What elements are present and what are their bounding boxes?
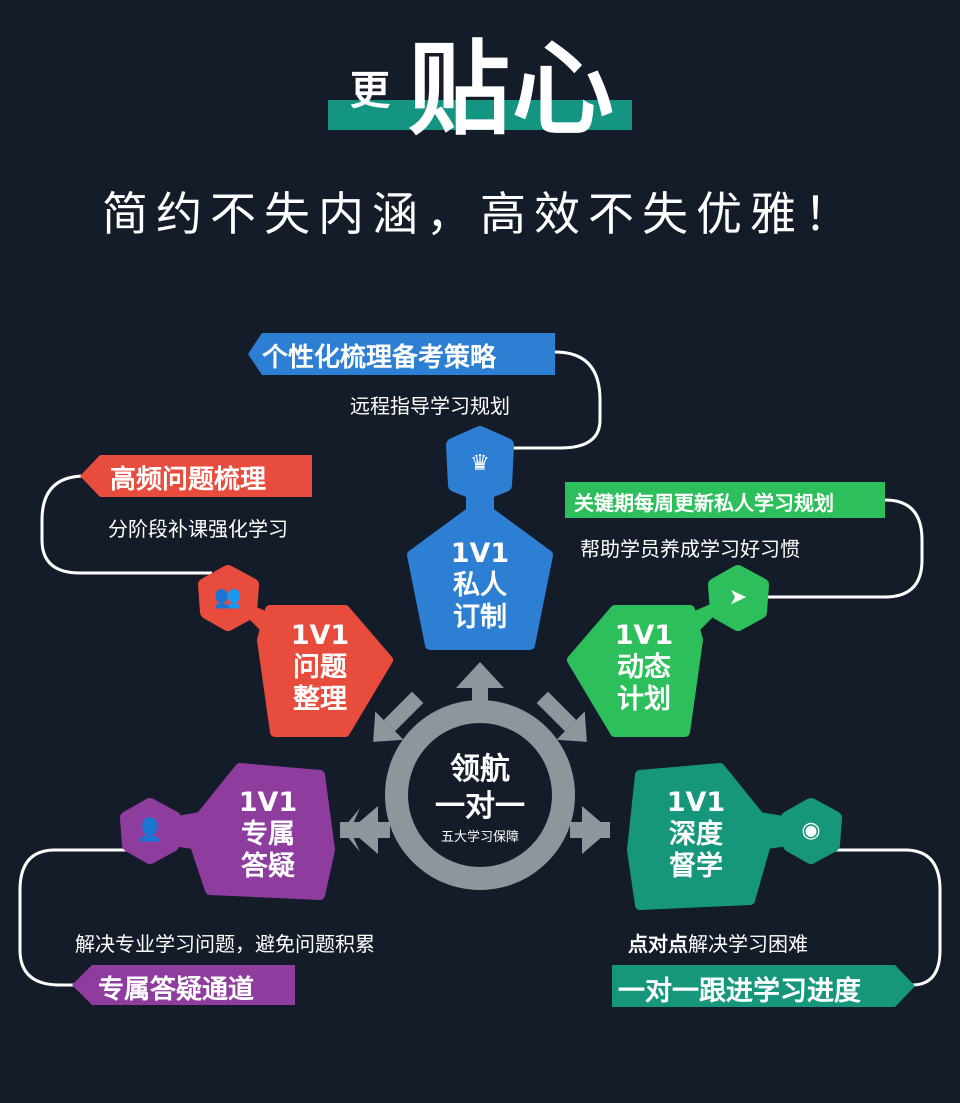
tag-supervise: 一对一跟进学习进度 [618,976,861,1007]
node-supervise-shape [627,763,842,910]
node-supervise-line1: 深度 [669,819,723,850]
connector-dynamic [760,498,924,599]
sub-issues: 分阶段补课强化学习 [108,517,288,541]
title-big: 贴心 [408,31,616,150]
tag-qa: 专属答疑通道 [98,975,255,1005]
paper-plane-icon: ➤ [728,585,748,610]
node-plan-shape [407,426,553,650]
sub-supervise-text: 解决学习困难 [688,932,808,956]
node-issues-line2: 整理 [293,684,347,715]
tag-issues: 高频问题梳理 [110,465,267,495]
tag-plan-bg [248,333,555,375]
center-line2: 一对一 [435,789,525,824]
node-dynamic-line2: 计划 [617,684,671,715]
tag-plan: 个性化梳理备考策略 [262,343,497,373]
node-dynamic-shape [567,565,769,737]
node-issues-shape [198,565,393,737]
tag-dynamic: 关键期每周更新私人学习规划 [574,491,834,515]
node-dynamic-title: 1V1 [614,620,674,651]
page-subtitle: 简约不失内涵，高效不失优雅！ [102,187,858,241]
node-qa-line2: 答疑 [241,851,295,882]
connector-issues [40,474,212,575]
node-plan-line2: 订制 [453,602,507,633]
center-label: 领航 一对一 五大学习保障 [405,752,555,845]
crown-icon: ♛ [470,451,490,476]
node-qa-shape [120,763,335,900]
node-plan-line1: 私人 [453,570,507,601]
tag-dynamic-bg [565,482,885,518]
teacher-icon: 👤 [136,818,164,843]
sub-dynamic: 帮助学员养成学习好习惯 [580,537,800,561]
title-underline-bar [328,100,632,130]
node-issues-title: 1V1 [290,620,350,651]
sub-supervise-bold: 点对点 [628,932,688,956]
tag-supervise-bg [612,965,915,1007]
center-line1: 领航 [450,752,510,787]
connector-qa [18,848,130,987]
node-supervise-title: 1V1 [666,787,726,818]
sub-supervise: 点对点解决学习困难 [628,928,808,957]
sub-plan: 远程指导学习规划 [350,394,510,418]
node-dynamic: 1V1 动态 计划 [584,620,704,716]
node-qa-line1: 专属 [241,819,295,850]
webcam-icon: ◉ [801,818,821,843]
node-dynamic-line1: 动态 [617,652,671,683]
node-issues: 1V1 问题 整理 [260,620,380,716]
title-small: 更 [350,68,390,114]
node-supervise-line2: 督学 [669,851,723,882]
node-qa: 1V1 专属 答疑 [208,787,328,883]
users-icon: 👥 [214,585,242,610]
node-plan-title: 1V1 [450,538,510,569]
center-line3: 五大学习保障 [440,830,519,845]
node-plan: 1V1 私人 订制 [420,538,540,634]
connector-plan [500,350,602,450]
node-supervise: 1V1 深度 督学 [636,787,756,883]
node-qa-title: 1V1 [238,787,298,818]
node-issues-line1: 问题 [293,652,347,683]
sub-qa: 解决专业学习问题，避免问题积累 [75,932,375,956]
connector-supervise [830,848,942,987]
tag-issues-bg [80,455,312,497]
tag-qa-bg [72,965,295,1005]
